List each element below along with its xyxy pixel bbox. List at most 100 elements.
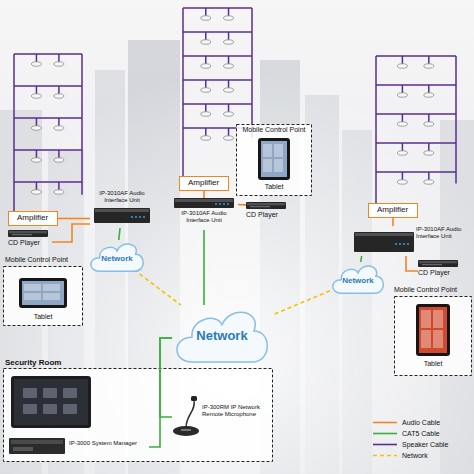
node-label: Mobile Control Point [394, 286, 472, 294]
server-drive [13, 447, 33, 451]
device-panel [355, 233, 413, 236]
wall-monitor [11, 376, 91, 428]
device-led [131, 216, 133, 218]
node-label: Network [88, 254, 146, 263]
ceiling-speaker [54, 190, 64, 194]
node-label: IP-3000 System Manager [69, 440, 149, 447]
speaker-cable [376, 84, 456, 86]
server-panel [11, 440, 63, 444]
screen-tile [433, 310, 443, 328]
speaker-cable [183, 31, 252, 33]
node-label: Amplifier [369, 204, 416, 216]
node-label: CD Player [246, 211, 288, 219]
speaker-drop [228, 80, 230, 88]
audio-interface-unit: IP-3010AF Audio Interface Unit [170, 198, 238, 230]
audio-interface-unit: IP-3010AF Audio Interface Unit [352, 226, 472, 256]
ceiling-speaker [224, 136, 234, 140]
ceiling-speaker [397, 64, 407, 68]
amplifier-box: Amplifier [368, 203, 418, 218]
speaker-cable [375, 56, 377, 203]
dashed-border [237, 125, 312, 196]
node-label: Network [330, 276, 386, 285]
speaker-drop [36, 118, 38, 126]
ceiling-speaker [201, 40, 211, 44]
ceiling-speaker [201, 136, 211, 140]
legend-line-sample [373, 433, 397, 435]
dashed-border [395, 297, 472, 376]
device-led [407, 243, 409, 245]
speaker-cable [376, 113, 456, 115]
device-led [143, 216, 145, 218]
speaker-drop [402, 85, 404, 93]
dashed-border [4, 369, 273, 462]
device-led [139, 216, 141, 218]
node-label: IP-3010AF Audio Interface Unit [416, 226, 472, 240]
system-manager: IP-3000 System Manager [9, 436, 149, 458]
mic-base [173, 426, 199, 436]
legend-line [372, 428, 398, 439]
mobile-control-point: Mobile Control PointTablet [236, 124, 312, 196]
node-shape [9, 436, 149, 458]
legend-line [372, 439, 398, 450]
cd-player: CD Player [246, 202, 288, 226]
ceiling-speaker [424, 93, 434, 97]
node-label: Amplifier [180, 177, 227, 189]
ceiling-speaker [54, 94, 64, 98]
speaker-drop [428, 114, 430, 122]
speaker-drop [36, 86, 38, 94]
audio-cable [58, 218, 90, 220]
monitor-screen [14, 379, 88, 425]
remote-microphone: IP-300RM IP Network Remote Microphone [172, 396, 268, 438]
tablet-body [19, 278, 67, 308]
screen-icon [43, 388, 57, 398]
cat5-cable [149, 338, 172, 447]
legend-line-sample [373, 455, 397, 457]
mic-gooseneck [186, 400, 194, 428]
speaker-drop [205, 104, 207, 112]
node-label: Mobile Control Point [236, 126, 312, 134]
legend-line [372, 450, 398, 461]
screen-tile [43, 284, 60, 291]
audio-cable [238, 204, 246, 206]
speaker-cable [81, 54, 83, 195]
device-panel [419, 261, 457, 263]
speaker-cable [14, 117, 82, 119]
screen-tile [263, 144, 272, 157]
audio-cable [392, 218, 394, 226]
network-link [272, 291, 330, 315]
legend-label: CAT5 Cable [402, 429, 440, 438]
node-label: Tablet [236, 183, 312, 191]
tablet-screen [261, 141, 287, 177]
legend-line [372, 417, 398, 428]
amplifier-box: Amplifier [179, 176, 229, 191]
tablet-body [416, 304, 450, 356]
legend-row: Speaker Cable [372, 439, 472, 450]
speaker-drop [58, 150, 60, 158]
ceiling-speaker [424, 151, 434, 155]
speaker-drop [428, 143, 430, 151]
speaker-drop [228, 56, 230, 64]
ceiling-speaker [201, 16, 211, 20]
speaker-cable [183, 7, 252, 9]
device-panel [9, 231, 47, 233]
ceiling-speaker [31, 62, 41, 66]
screen-tile [24, 284, 41, 291]
speaker-drop [36, 54, 38, 62]
mobile-control-point: Mobile Control PointTablet [394, 286, 472, 376]
node-label: Network [172, 329, 272, 344]
device-panel [175, 199, 233, 202]
speaker-drop [36, 182, 38, 190]
node-label: IP-3010AF Audio Interface Unit [90, 190, 154, 204]
speaker-cable [376, 55, 456, 57]
screen-icon [43, 404, 57, 414]
tablet-screen [419, 307, 447, 353]
speaker-tree [14, 54, 82, 211]
ceiling-speaker [201, 88, 211, 92]
ceiling-speaker [201, 64, 211, 68]
speaker-drop [58, 118, 60, 126]
speaker-cable [376, 171, 456, 173]
node-shape [172, 396, 268, 438]
screen-icon [63, 388, 77, 398]
speaker-drop [58, 86, 60, 94]
